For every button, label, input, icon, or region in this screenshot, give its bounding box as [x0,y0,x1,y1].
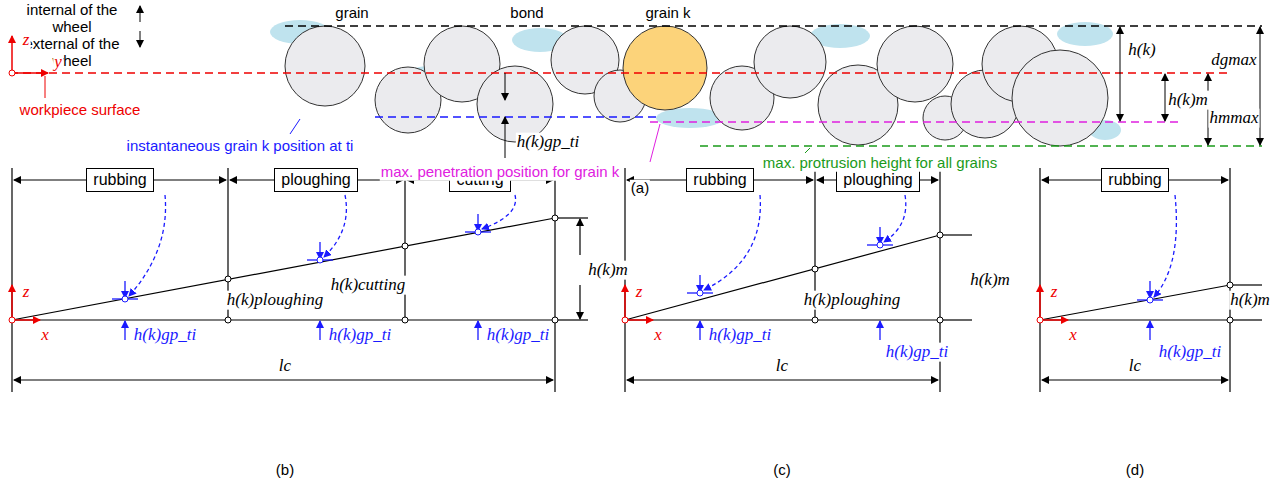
dimension-symbol: h(k)cutting [330,276,407,295]
dimension-symbol: lc [775,357,789,376]
dimension-symbol: h(k)m [969,271,1011,290]
dimension-symbol: h(k)gp_ti [133,326,197,345]
phase-name: ploughing [281,171,350,188]
dimension-symbol: z [635,283,644,302]
annotation-label: (d) [1125,462,1145,479]
phase-box: rubbing [686,168,753,191]
phase-box: ploughing [836,168,919,191]
dimension-symbol: h(k)m [587,261,629,280]
dimension-symbol: h(k)gp_ti [708,326,772,345]
dimension-symbol: x [40,326,50,345]
dimension-symbol: z [22,31,31,50]
dimension-symbol: h(k)gp_ti [486,326,550,345]
dimension-symbol: dgmax [1210,51,1257,70]
dimension-symbol: h(k)gp_ti [328,326,392,345]
dimension-symbol: lc [1128,357,1142,376]
dimension-symbol: z [22,283,31,302]
dimension-symbol: h(k)ploughing [803,291,901,310]
dimension-symbol: x [653,326,663,345]
annotation-label: workpiece surface [19,102,142,119]
annotation-label: (a) [630,180,650,197]
dimension-symbol: h(k)m [1229,291,1271,310]
dimension-symbol: z [1050,283,1059,302]
annotation-label: external of the wheel [21,36,123,69]
phase-name: rubbing [693,171,746,188]
phase-name: rubbing [93,171,146,188]
annotation-label: (b) [275,462,295,479]
annotation-label: bond [509,5,544,22]
dimension-symbol: x [1068,326,1078,345]
annotation-label: internal of the wheel [21,2,123,35]
dimension-symbol: h(k)gp_ti [1158,343,1222,362]
phase-name: ploughing [843,171,912,188]
annotation-label: max. penetration position for grain k [380,164,620,181]
phase-box: rubbing [1101,168,1168,191]
dimension-symbol: h(k) [1127,41,1156,60]
dimension-symbol: h(k)m [1167,91,1209,110]
annotation-label: grain [334,5,369,22]
annotation-label: (c) [772,462,792,479]
dimension-symbol: h(k)gp_ti [516,133,580,152]
phase-box: ploughing [274,168,357,191]
dimension-symbol: h(k)ploughing [226,291,324,310]
dimension-symbol: hmmax [1208,109,1259,128]
phase-name: rubbing [1108,171,1161,188]
phase-box: rubbing [86,168,153,191]
annotation-label: grain k [644,5,691,22]
dimension-symbol: h(k)gp_ti [885,343,949,362]
dimension-symbol: y [53,53,63,72]
annotation-label: max. protrusion height for all grains [762,155,998,172]
annotation-label: instantaneous grain k position at ti [126,138,355,155]
dimension-symbol: lc [278,357,292,376]
